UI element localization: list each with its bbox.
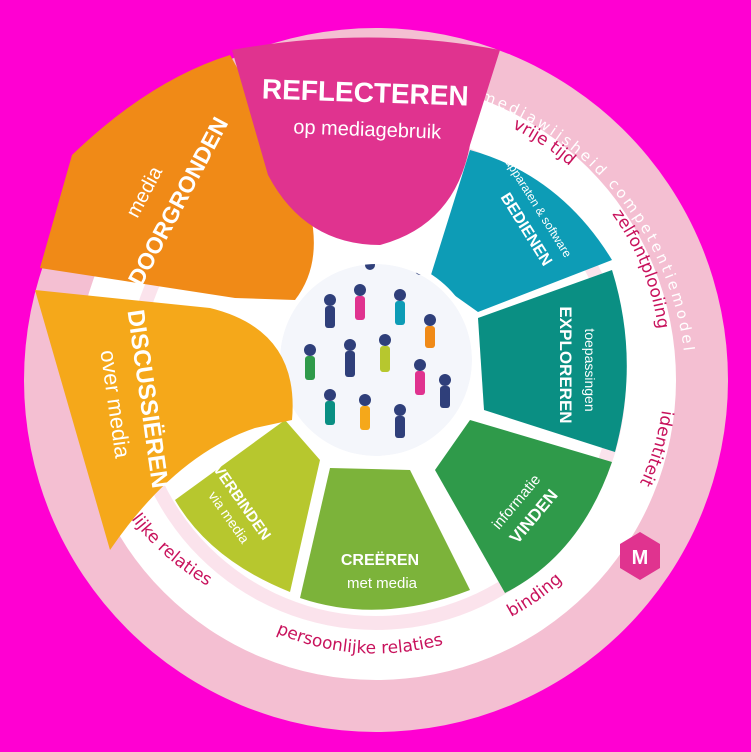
logo-letter: M bbox=[632, 547, 649, 569]
mediawijsheid-logo-icon[interactable]: M bbox=[620, 532, 660, 580]
segment-vinden[interactable] bbox=[435, 420, 612, 593]
segment-discussieren[interactable] bbox=[35, 290, 293, 550]
segment-creeren[interactable] bbox=[300, 468, 470, 610]
segment-bedienen[interactable] bbox=[430, 150, 612, 312]
exploreren-title: EXPLOREREN bbox=[556, 306, 575, 423]
segment-exploreren[interactable] bbox=[478, 270, 627, 452]
segment-reflecteren[interactable] bbox=[232, 37, 500, 246]
segment-doorgronden[interactable] bbox=[40, 55, 314, 300]
center-crowd-illustration bbox=[280, 264, 472, 456]
creeren-title: CREËREN bbox=[341, 551, 419, 569]
creeren-subtitle: met media bbox=[347, 575, 418, 592]
reflecteren-title: REFLECTEREN bbox=[261, 73, 469, 111]
reflecteren-subtitle: op mediagebruik bbox=[293, 116, 443, 143]
exploreren-prefix: toepassingen bbox=[582, 328, 598, 411]
segment-verbinden[interactable] bbox=[175, 420, 320, 592]
